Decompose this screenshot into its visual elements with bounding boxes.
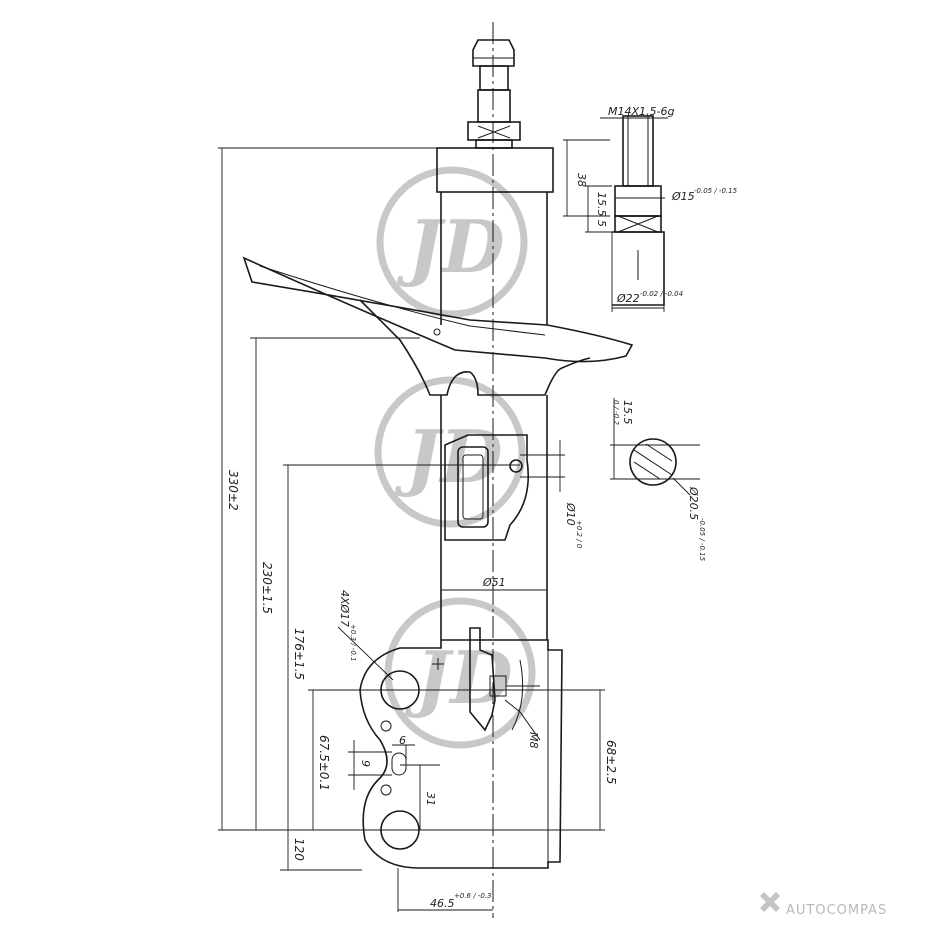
dim-dia-15: Ø15 [671,190,695,203]
dim-46-5: 46.5 [430,897,455,910]
dim-15-5-rod: 15.5 [595,192,608,217]
dim-thread: M14X1.5-6g [608,105,674,118]
dim-dia-22: Ø22 [616,292,640,305]
autocompas-watermark: AUTOCOMPAS [760,892,887,918]
dim-6: 6 [399,734,406,747]
strut-tube [440,395,548,640]
dim-holes-tol: +0.3 / -0.1 [349,624,357,661]
section-detail [610,398,700,496]
jd-watermark-logos: JD JD JD [374,166,536,749]
jd-logo-top: JD [376,166,528,318]
dimension-lines [218,147,605,912]
dim-176: 176±1.5 [292,628,306,680]
upper-mount [436,147,554,325]
dim-5: 5 [595,220,608,227]
dim-dia-51: Ø51 [482,576,506,589]
dim-dia-20-5-tol: -0.05 / -0.15 [698,518,706,562]
jd-logo-middle: JD [374,376,526,528]
dim-38: 38 [575,173,588,187]
dim-120: 120 [292,838,306,861]
dim-230: 230±1.5 [260,562,274,614]
dim-holes: 4XØ17 [338,590,351,627]
dim-dia-20-5: Ø20.5 [687,486,700,520]
dim-flat-tol: 0 / -0.2 [612,400,620,425]
dim-9: 9 [359,760,372,767]
dim-dia-10-tol: +0.2 / 0 [575,520,583,549]
dim-flat: 15.5 [621,400,634,425]
dim-dia-10: Ø10 [564,502,577,526]
svg-text:JD: JD [394,414,503,499]
dim-46-5-tol: +0.6 / -0.3 [454,892,491,900]
dim-dia-15-tol: -0.05 / -0.15 [694,187,738,195]
dim-330: 330±2 [226,470,240,511]
stabilizer-bracket [444,434,530,541]
dim-67-5: 67.5±0.1 [317,735,331,791]
dim-m8: M8 [527,732,540,749]
dimension-labels: M14X1.5-6g 38 15.5 5 Ø15 -0.05 / -0.15 Ø… [226,105,738,910]
rod-detail [563,115,668,312]
dim-68: 68±2.5 [604,740,618,784]
dim-31: 31 [424,792,437,806]
svg-text:JD: JD [396,204,505,289]
autocompas-text: AUTOCOMPAS [786,903,887,918]
autocompas-icon [760,892,780,912]
dim-dia-22-tol: -0.02 / -0.04 [640,290,683,298]
top-nut-and-rod [467,39,521,149]
spring-seat [242,256,634,396]
